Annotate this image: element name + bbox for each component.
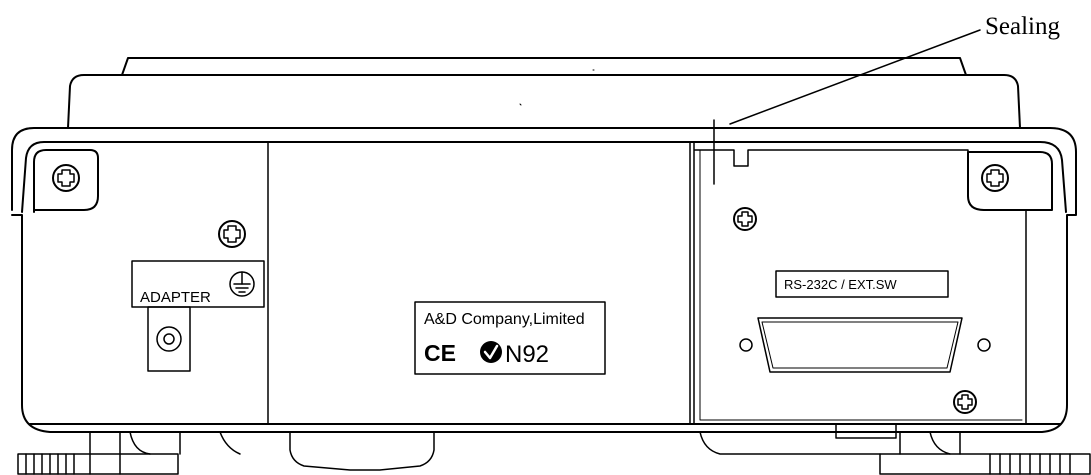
center-foot [179,431,881,471]
interface-panel: RS-232C / EXT.SW [693,141,1027,439]
screw-icon [52,164,80,192]
left-foot [17,431,179,475]
adapter-label: ADAPTER [140,289,211,306]
interface-label: RS-232C / EXT.SW [784,277,897,292]
screw-icon [733,207,757,231]
check-circle-icon [480,341,502,363]
right-foot [879,431,1091,475]
nameplate: A&D Company,Limited CE N92 [414,301,606,375]
screw-icon [981,164,1009,192]
housing [11,127,1077,433]
ce-mark: CE [424,340,456,366]
d-sub-connector-icon [739,317,991,373]
dc-jack-icon [147,306,191,372]
approval-code: N92 [505,341,549,368]
screw-icon [953,390,977,414]
sealing-label: Sealing [985,13,1060,40]
screw-icon [218,220,246,248]
ground-symbol-icon [229,271,255,297]
sealing-callout: Sealing [713,13,1060,185]
adapter-panel: ADAPTER [131,260,265,372]
company-name: A&D Company,Limited [424,311,585,328]
top-cover [67,57,1021,129]
